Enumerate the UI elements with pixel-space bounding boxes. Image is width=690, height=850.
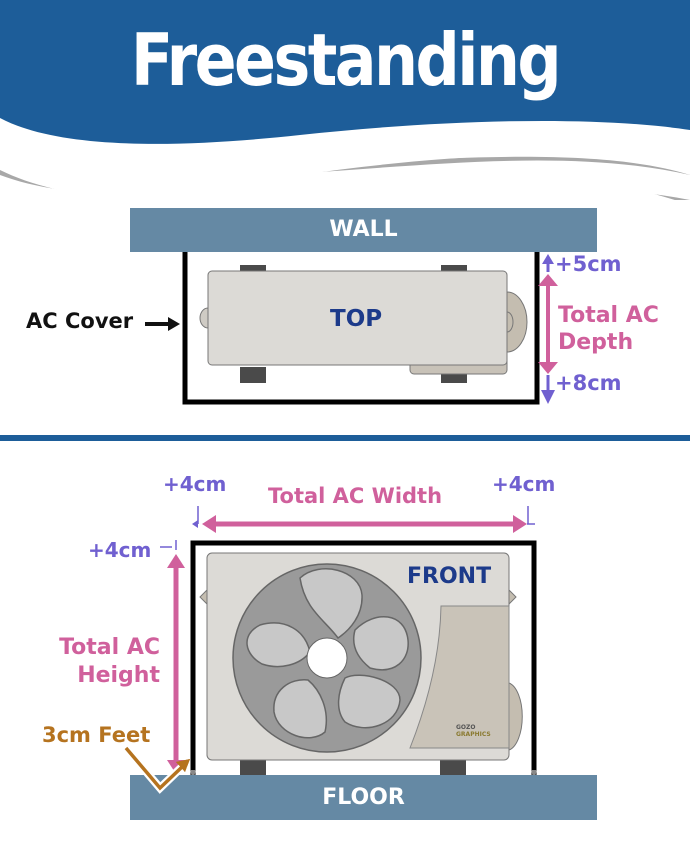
arrow-right-icon bbox=[513, 515, 527, 533]
foot-icon bbox=[240, 758, 266, 776]
depth-label-line2: Depth bbox=[558, 330, 634, 355]
page-title: Freestanding bbox=[130, 18, 562, 102]
side-panel bbox=[409, 605, 510, 749]
fan-hub-icon bbox=[306, 637, 348, 679]
side-handle-icon bbox=[199, 307, 209, 329]
front-view-diagram: GOZO GRAPHICS bbox=[122, 506, 537, 790]
depth-label-line1: Total AC bbox=[558, 303, 659, 328]
arrow-right-icon bbox=[168, 317, 180, 331]
arrow-down-icon bbox=[541, 390, 555, 404]
logo-line2: GRAPHICS bbox=[456, 731, 491, 738]
ac-cover-outline bbox=[190, 540, 537, 775]
wall-bar: WALL bbox=[130, 208, 597, 252]
top-unit-label: TOP bbox=[330, 306, 383, 332]
logo-line1: GOZO bbox=[456, 724, 475, 731]
floor-bar: FLOOR bbox=[130, 775, 597, 820]
ac-cover-label: AC Cover bbox=[26, 309, 134, 333]
foot-icon bbox=[440, 758, 466, 776]
height-label: Total AC Height bbox=[50, 634, 160, 690]
width-label: Total AC Width bbox=[268, 484, 443, 508]
arrow-icon bbox=[176, 759, 190, 772]
clearance-left-label: +4cm bbox=[163, 472, 227, 496]
arrow-down-icon bbox=[538, 362, 558, 374]
fan-blades-icon bbox=[246, 568, 409, 739]
clearance-front-label: +8cm bbox=[555, 371, 622, 395]
clearance-right-label: +4cm bbox=[492, 472, 556, 496]
height-label-line2: Height bbox=[77, 663, 160, 688]
front-unit-label: FRONT bbox=[407, 564, 492, 589]
height-label-line1: Total AC bbox=[59, 635, 160, 660]
foot-icon bbox=[441, 265, 467, 275]
top-view-diagram bbox=[145, 252, 558, 405]
arrow-left-icon bbox=[202, 515, 216, 533]
ac-cover-outline bbox=[182, 252, 540, 405]
clearance-top-label: +4cm bbox=[88, 538, 152, 562]
foot-icon bbox=[240, 265, 266, 275]
valve-cover-icon bbox=[506, 291, 528, 353]
arrow-up-icon bbox=[167, 554, 185, 568]
arrow-up-icon bbox=[538, 274, 558, 286]
ac-unit-top bbox=[207, 270, 508, 366]
feet-label: 3cm Feet bbox=[42, 723, 151, 747]
clearance-back-label: +5cm bbox=[555, 252, 622, 276]
arrow-up-icon bbox=[542, 254, 554, 264]
header-banner bbox=[0, 0, 690, 200]
foot-icon bbox=[240, 367, 266, 383]
section-divider bbox=[0, 435, 690, 441]
depth-label: Total AC Depth bbox=[558, 302, 659, 356]
feet-arrow-overlay bbox=[122, 745, 190, 794]
valve-cover-icon bbox=[508, 682, 523, 751]
